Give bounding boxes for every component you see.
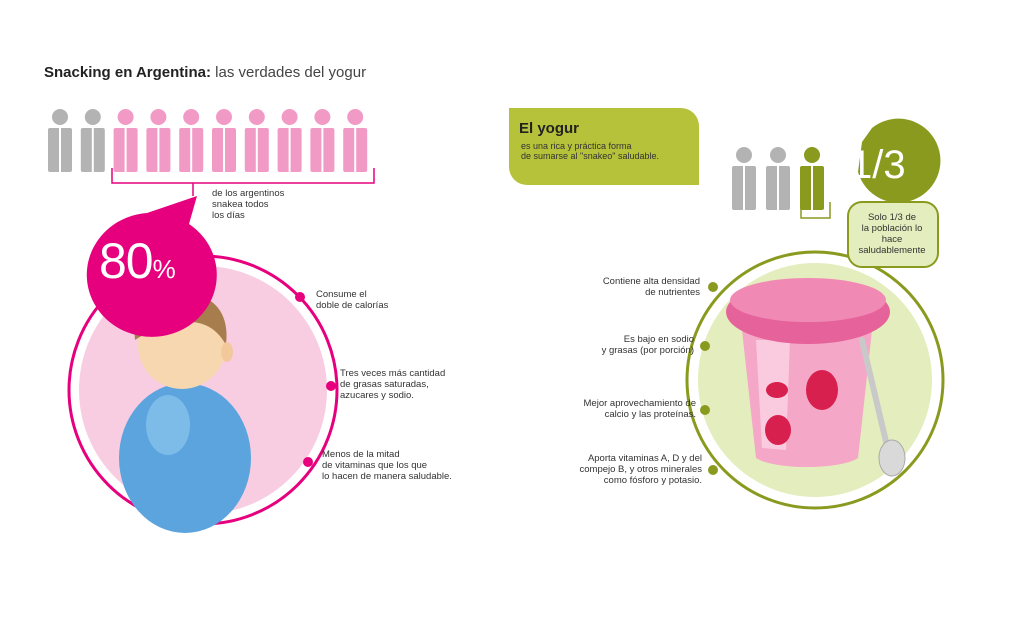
person-icon — [80, 109, 105, 172]
left-fact-1-line-1: Consume el — [316, 289, 367, 300]
person-icon — [113, 109, 138, 172]
left-bracket — [111, 168, 375, 184]
yogurt-cup-illustration — [726, 278, 906, 477]
third-caption-box — [847, 201, 939, 268]
person-icon — [800, 147, 824, 210]
right-dot-1 — [708, 282, 718, 292]
right-fact-2-line-2: y grasas (por porción) — [601, 345, 694, 356]
left-people-row — [48, 109, 368, 172]
right-fact-4-line-2: compejo B, y otros minerales — [579, 464, 703, 475]
yogur-info-box: El yogur es una rica y práctica forma de… — [509, 108, 699, 185]
right-fact-3: Mejor aprovechamiento de calcio y las pr… — [556, 398, 696, 420]
third-caption-line-4: saludablemente — [858, 245, 926, 256]
person-icon — [343, 109, 368, 172]
stat-one-third: 1/3 — [850, 143, 906, 187]
left-dot-2 — [326, 381, 336, 391]
left-fact-1: Consume el doble de calorías — [316, 289, 388, 311]
person-icon — [146, 109, 171, 172]
stat-80-unit: % — [152, 254, 176, 284]
person-icon — [212, 109, 236, 172]
left-fact-3: Menos de la mitad de vitaminas que los q… — [322, 449, 452, 482]
right-fact-2: Es bajo en sodio y grasas (por porción) — [578, 334, 694, 356]
person-icon — [277, 109, 302, 172]
left-fact-1-line-2: doble de calorías — [316, 300, 389, 311]
right-fact-2-line-1: Es bajo en sodio — [623, 334, 694, 345]
left-fact-2-line-1: Tres veces más cantidad — [340, 368, 446, 379]
person-icon — [310, 109, 335, 172]
right-fact-1-line-2: de nutrientes — [645, 287, 700, 298]
person-icon — [48, 109, 72, 172]
person-icon — [766, 147, 790, 210]
left-dot-3 — [303, 457, 313, 467]
right-fact-4-line-3: como fósforo y potasio. — [603, 475, 702, 486]
stat-80-percent: 80% — [99, 232, 176, 290]
third-caption-line-1: Solo 1/3 de — [867, 212, 917, 223]
right-dot-2 — [700, 341, 710, 351]
right-bracket — [800, 202, 831, 219]
title-bold: Snacking en Argentina: — [44, 64, 211, 81]
yogur-box-title: El yogur — [519, 120, 580, 137]
right-people-row — [732, 147, 824, 210]
left-caption: de los argentinos snakea todos los días — [212, 188, 284, 221]
right-fact-4: Aporta vitaminas A, D y del compejo B, y… — [552, 453, 703, 486]
yogur-box-desc-line-1: es una rica y práctica forma — [521, 141, 632, 151]
right-dot-4 — [708, 465, 718, 475]
left-fact-2: Tres veces más cantidad de grasas satura… — [340, 368, 445, 401]
right-fact-1-line-1: Contiene alta densidad — [602, 276, 700, 287]
left-caption-line-3: los días — [212, 210, 245, 221]
stat-80-number: 80 — [99, 233, 154, 289]
left-caption-line-1: de los argentinos — [212, 188, 285, 199]
title-subtitle: las verdades del yogur — [215, 64, 367, 81]
left-fact-2-line-2: de grasas saturadas, — [340, 379, 429, 390]
person-icon — [179, 109, 204, 172]
left-fact-3-line-2: de vitaminas que los que — [322, 460, 428, 471]
right-dot-3 — [700, 405, 710, 415]
third-caption-line-2: la población lo — [861, 223, 923, 234]
right-fact-1: Contiene alta densidad de nutrientes — [588, 276, 700, 298]
third-caption-line-3: hace — [881, 234, 903, 245]
person-icon — [244, 109, 269, 172]
yogur-box-desc: es una rica y práctica forma de sumarse … — [521, 141, 659, 161]
left-dot-1 — [295, 292, 305, 302]
right-fact-3-line-1: Mejor aprovechamiento de — [583, 398, 696, 409]
left-fact-3-line-1: Menos de la mitad — [322, 449, 400, 460]
bubble-80-shape — [86, 196, 217, 337]
yogur-box-desc-line-2: de sumarse al "snakeo" saludable. — [521, 151, 659, 161]
right-fact-4-line-1: Aporta vitaminas A, D y del — [587, 453, 702, 464]
third-caption: Solo 1/3 de la población lo hace saludab… — [852, 212, 932, 256]
left-fact-3-line-3: lo hacen de manera saludable. — [322, 471, 452, 482]
person-icon — [732, 147, 756, 210]
right-circle-ring — [685, 250, 945, 510]
left-fact-2-line-3: azucares y sodio. — [340, 390, 414, 401]
page-title: Snacking en Argentina: las verdades del … — [44, 64, 366, 81]
left-caption-line-2: snakea todos — [212, 199, 269, 210]
right-fact-3-line-2: calcio y las proteínas. — [604, 409, 696, 420]
bubble-third-shape — [858, 118, 941, 203]
